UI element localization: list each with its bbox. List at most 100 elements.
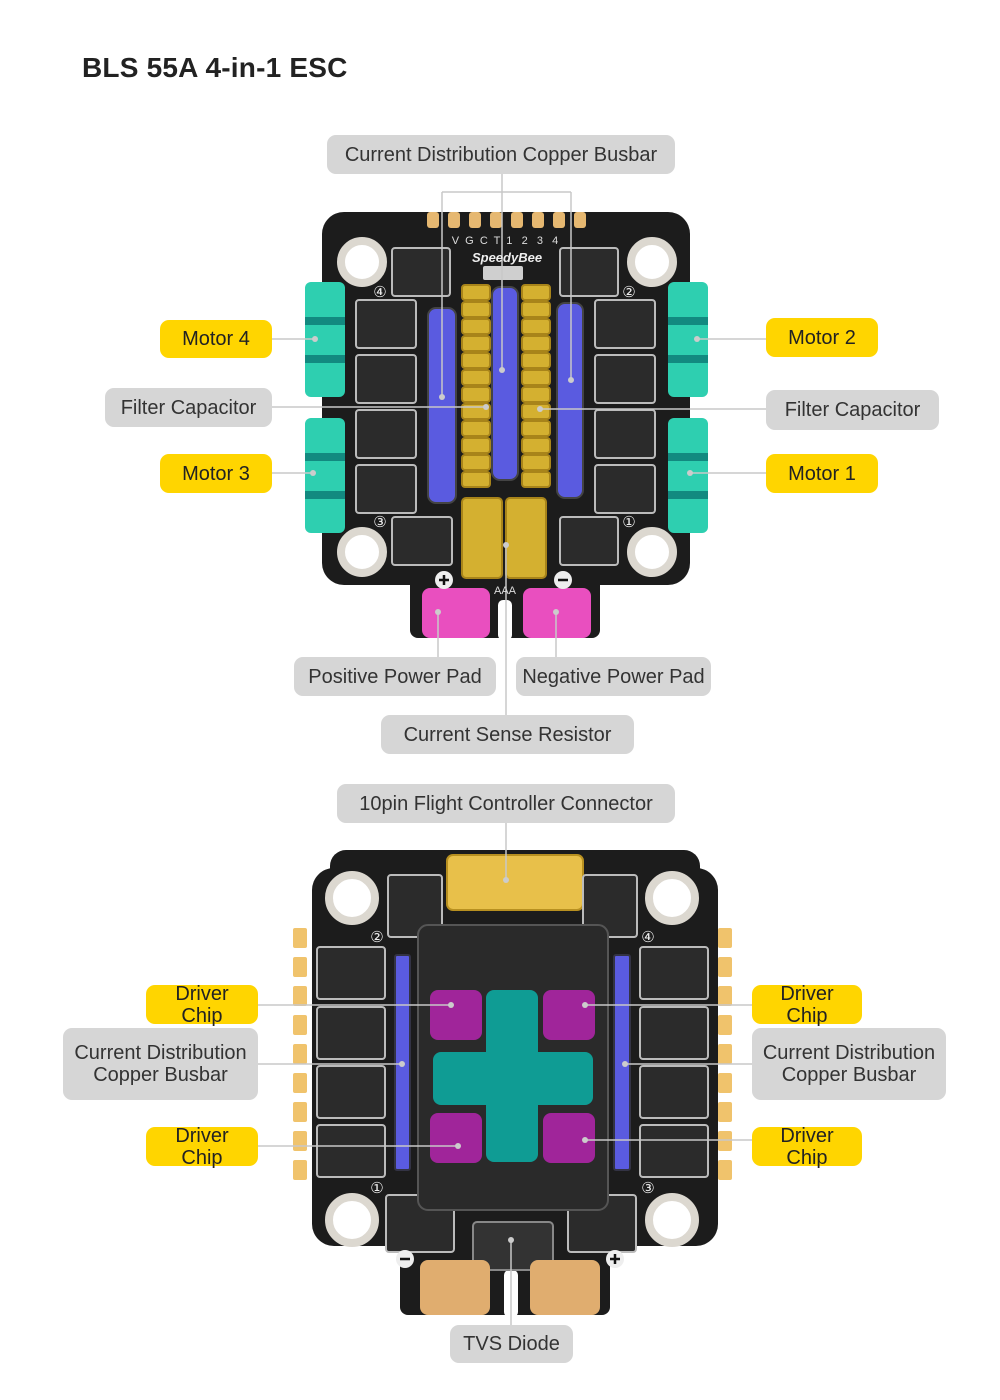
mosfet <box>316 1065 386 1119</box>
pin-pad <box>427 212 439 228</box>
filter-capacitor <box>521 420 551 437</box>
leader-dot <box>622 1061 628 1067</box>
leader-dot <box>399 1061 405 1067</box>
leader-dot <box>483 404 489 410</box>
filter-capacitor <box>521 454 551 471</box>
filter-capacitor <box>521 437 551 454</box>
smd-component <box>483 266 523 280</box>
leader-dot <box>553 609 559 615</box>
page-title: BLS 55A 4-in-1 ESC <box>82 52 348 83</box>
mosfet <box>355 409 417 459</box>
mosfet <box>559 247 619 297</box>
motor-solder-pad <box>293 928 307 948</box>
mosfet <box>355 464 417 514</box>
filter-capacitor <box>461 471 491 488</box>
motor-solder-pad <box>293 986 307 1006</box>
filter-capacitor <box>521 369 551 386</box>
mosfet <box>316 1006 386 1060</box>
motor-pad-gap <box>305 491 345 499</box>
mosfet <box>639 1124 709 1178</box>
filter-capacitor <box>461 454 491 471</box>
motor-solder-pad <box>718 1015 732 1035</box>
leader-dot <box>448 1002 454 1008</box>
mosfet <box>639 1006 709 1060</box>
motor-solder-pad <box>718 1160 732 1180</box>
pin-silkscreen: V G C T 1 2 3 4 <box>452 235 559 247</box>
filter-capacitor <box>521 284 551 301</box>
motor-pad-gap <box>668 491 708 499</box>
mosfet <box>387 874 443 938</box>
filter-capacitor <box>521 335 551 352</box>
pin-pad <box>574 212 586 228</box>
motor-solder-pad <box>718 1044 732 1064</box>
filter-capacitor <box>521 403 551 420</box>
pin-pad <box>490 212 502 228</box>
pin-pad <box>469 212 481 228</box>
label-driver-chip-right-bottom: Driver Chip <box>752 1125 862 1169</box>
motor-solder-pad <box>718 1073 732 1093</box>
copper-busbar <box>556 302 584 499</box>
motor-solder-pad <box>718 986 732 1006</box>
motor-number-3: ③ <box>373 513 386 531</box>
mosfet <box>594 299 656 349</box>
label-filter-capacitor-right: Filter Capacitor <box>766 390 939 430</box>
filter-capacitor <box>461 352 491 369</box>
motor-pad <box>668 418 708 533</box>
filter-capacitor <box>461 369 491 386</box>
driver-chip <box>430 1113 482 1163</box>
pin-pad <box>511 212 523 228</box>
motor-number-1: ① <box>370 1179 383 1197</box>
label-tvs-diode: TVS Diode <box>450 1325 573 1363</box>
filter-capacitor <box>521 352 551 369</box>
motor-solder-pad <box>718 957 732 977</box>
mounting-hole <box>627 527 677 577</box>
leader-dot <box>499 367 505 373</box>
esc-bottom-view <box>293 850 732 1317</box>
mosfet <box>639 946 709 1000</box>
filter-capacitor <box>521 386 551 403</box>
mosfet <box>391 247 451 297</box>
positive-power-pad <box>422 588 490 638</box>
copper-busbar <box>613 954 631 1171</box>
board-notch <box>498 600 512 640</box>
leader-line <box>441 174 572 397</box>
motor-number-3: ③ <box>641 1179 654 1197</box>
leader-dot <box>582 1137 588 1143</box>
mosfet <box>559 516 619 566</box>
leader-dot <box>503 542 509 548</box>
motor-number-4: ④ <box>373 283 386 301</box>
motor-pad-gap <box>668 317 708 325</box>
filter-capacitor <box>461 284 491 301</box>
mosfet <box>594 409 656 459</box>
leader-dot <box>503 877 509 883</box>
current-sense-resistor <box>505 497 547 579</box>
filter-capacitor <box>521 318 551 335</box>
mosfet <box>355 299 417 349</box>
copper-busbar <box>491 286 519 481</box>
leader-dot <box>694 336 700 342</box>
brand-logo: SpeedyBee <box>472 250 542 265</box>
motor-pad-gap <box>305 317 345 325</box>
motor-pad-gap <box>668 355 708 363</box>
plus-icon-glyph <box>439 575 449 585</box>
motor-solder-pad <box>718 1131 732 1151</box>
fc-connector <box>446 854 584 911</box>
motor-solder-pad <box>293 1160 307 1180</box>
motor-pad <box>668 282 708 397</box>
filter-capacitor <box>521 471 551 488</box>
positive-power-pad <box>530 1260 600 1315</box>
label-busbar-right: Current Distribution Copper Busbar <box>752 1028 946 1100</box>
label-driver-chip-left-top: Driver Chip <box>146 983 258 1027</box>
motor-solder-pad <box>718 1102 732 1122</box>
mosfet <box>582 874 638 938</box>
leader-dot <box>687 470 693 476</box>
negative-power-pad <box>420 1260 490 1315</box>
leader-dot <box>439 394 445 400</box>
label-driver-chip-right-top: Driver Chip <box>752 983 862 1027</box>
label-motor-4: Motor 4 <box>160 320 272 358</box>
filter-capacitor <box>461 437 491 454</box>
leader-lines <box>258 174 766 1325</box>
motor-pad <box>305 418 345 533</box>
motor-number-2: ② <box>622 283 635 301</box>
